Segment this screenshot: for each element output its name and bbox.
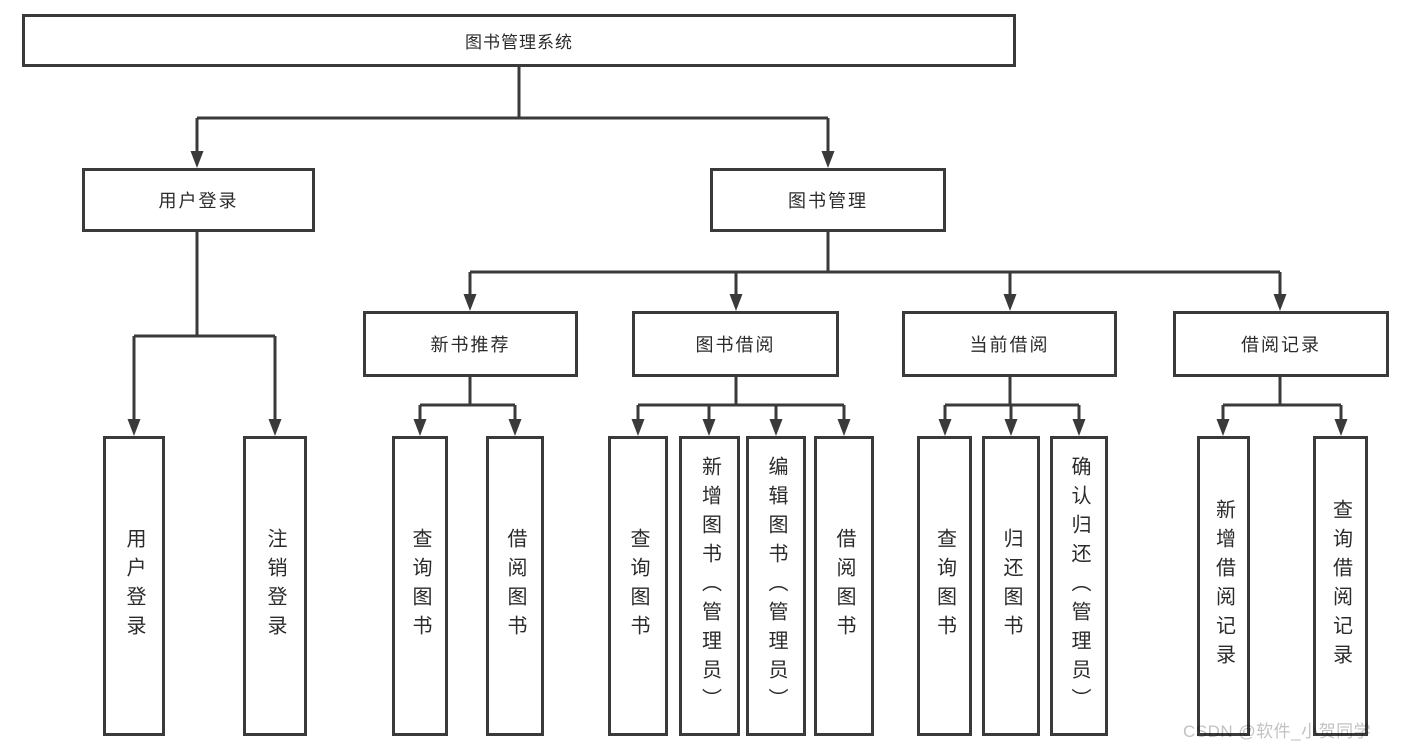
node-new-book-recommend: 新书推荐: [363, 311, 578, 377]
node-user-login: 用户登录: [82, 168, 315, 232]
node-borrow-records: 借阅记录: [1173, 311, 1389, 377]
node-book-borrow: 图书借阅: [632, 311, 839, 377]
leaf-user-login: 用户登录: [103, 436, 165, 736]
node-book-management: 图书管理: [710, 168, 946, 232]
leaf-edit-books-admin: 编辑图书（管理员）: [746, 436, 806, 736]
node-current-borrow: 当前借阅: [902, 311, 1117, 377]
leaf-add-borrow-record: 新增借阅记录: [1197, 436, 1250, 736]
leaf-add-books-admin: 新增图书（管理员）: [679, 436, 740, 736]
csdn-watermark: CSDN @软件_小贺同学: [1183, 722, 1372, 741]
leaf-query-books: 查询图书: [392, 436, 448, 736]
leaf-borrow-books: 借阅图书: [486, 436, 544, 736]
leaf-borrow-query-books: 查询图书: [608, 436, 668, 736]
leaf-current-query-books: 查询图书: [917, 436, 972, 736]
connector-lines: [132, 67, 1343, 421]
leaf-borrow-books-2: 借阅图书: [814, 436, 874, 736]
leaf-return-books: 归还图书: [982, 436, 1040, 736]
node-library-system: 图书管理系统: [22, 14, 1016, 67]
leaf-query-borrow-record: 查询借阅记录: [1313, 436, 1368, 736]
leaf-logout: 注销登录: [243, 436, 307, 736]
leaf-confirm-return-admin: 确认归还（管理员）: [1050, 436, 1108, 736]
